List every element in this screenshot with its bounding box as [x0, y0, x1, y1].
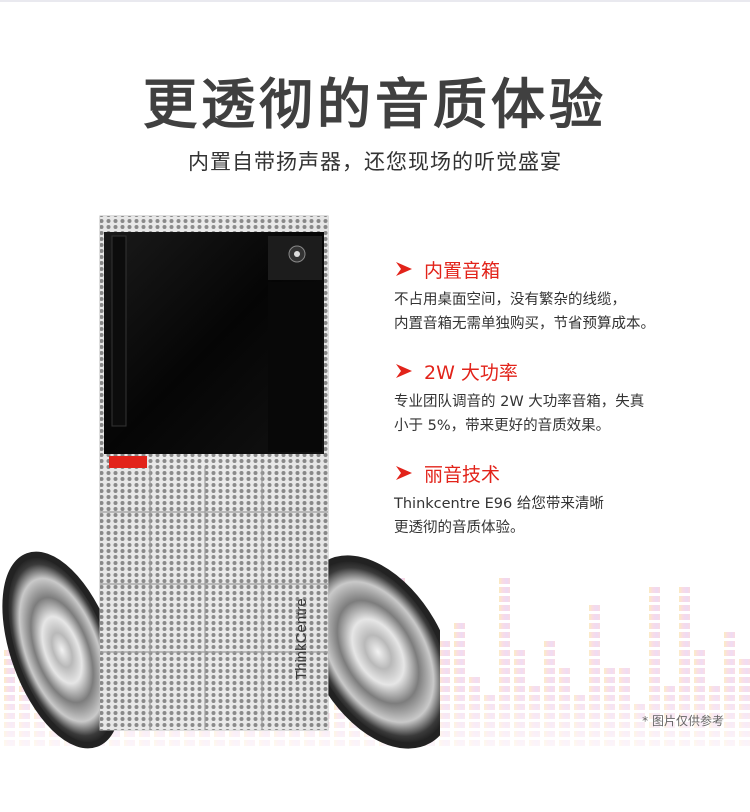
- feature-builtin-speaker: 内置音箱 不占用桌面空间，没有繁杂的线缆， 内置音箱无需单独购买，节省预算成本。: [394, 254, 714, 336]
- tower-chassis: [99, 215, 329, 731]
- top-divider: [0, 0, 750, 2]
- feature-2w-power: 2W 大功率 专业团队调音的 2W 大功率音箱，失真 小于 5%，带来更好的音质…: [394, 356, 714, 438]
- arrow-right-icon: [396, 466, 412, 480]
- feature-line: 更透彻的音质体验。: [394, 520, 525, 536]
- arrow-right-icon: [396, 262, 412, 276]
- feature-line: 内置音箱无需单独购买，节省预算成本。: [394, 316, 655, 332]
- feature-description: 不占用桌面空间，没有繁杂的线缆， 内置音箱无需单独购买，节省预算成本。: [394, 288, 714, 336]
- feature-line: Thinkcentre E96 给您带来清晰: [394, 496, 604, 512]
- page-subtitle: 内置自带扬声器，还您现场的听觉盛宴: [188, 150, 562, 174]
- feature-list: 内置音箱 不占用桌面空间，没有繁杂的线缆， 内置音箱无需单独购买，节省预算成本。…: [394, 254, 714, 560]
- feature-line: 不占用桌面空间，没有繁杂的线缆，: [394, 292, 626, 308]
- feature-title: 丽音技术: [424, 463, 501, 486]
- feature-audio-tech: 丽音技术 Thinkcentre E96 给您带来清晰 更透彻的音质体验。: [394, 458, 714, 540]
- page-title: 更透彻的音质体验: [143, 73, 607, 136]
- image-disclaimer: * 图片仅供参考: [642, 714, 724, 728]
- feature-title: 2W 大功率: [424, 361, 518, 384]
- feature-description: Thinkcentre E96 给您带来清晰 更透彻的音质体验。: [394, 492, 714, 540]
- arrow-right-icon: [396, 364, 412, 378]
- feature-line: 专业团队调音的 2W 大功率音箱，失真: [394, 394, 645, 410]
- feature-title: 内置音箱: [424, 259, 501, 282]
- feature-description: 专业团队调音的 2W 大功率音箱，失真 小于 5%，带来更好的音质效果。: [394, 390, 714, 438]
- product-image: ThinkCentre: [2, 215, 440, 749]
- feature-line: 小于 5%，带来更好的音质效果。: [394, 418, 611, 434]
- thinkcentre-logo: ThinkCentre: [293, 598, 310, 680]
